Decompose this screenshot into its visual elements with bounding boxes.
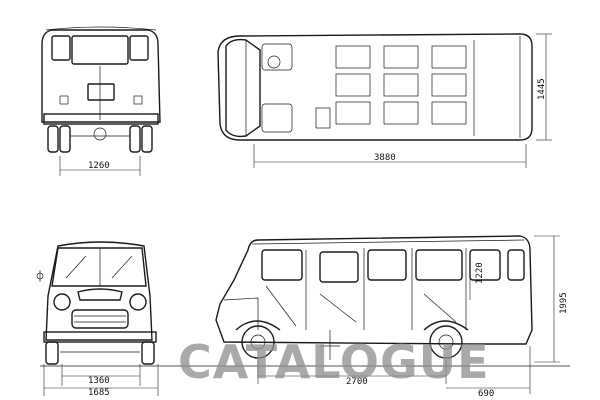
dim-top-width: 1445 [537,78,547,100]
top-view [217,33,552,168]
dim-track-front: 1360 [88,376,110,386]
dim-rear-overhang: 690 [478,389,494,399]
front-view [36,241,159,396]
watermark-text: CATALOGUE [178,335,490,389]
rear-view [41,26,161,176]
dim-top-length: 3880 [374,153,396,163]
dim-interior-height: 1220 [475,262,485,284]
side-view [40,235,570,394]
dim-overall-width: 1685 [88,388,110,398]
dim-rear-width: 1260 [88,161,110,171]
dim-wheelbase: 2700 [346,377,368,387]
seat-grid [315,45,467,129]
dim-height-total: 1995 [559,292,569,314]
